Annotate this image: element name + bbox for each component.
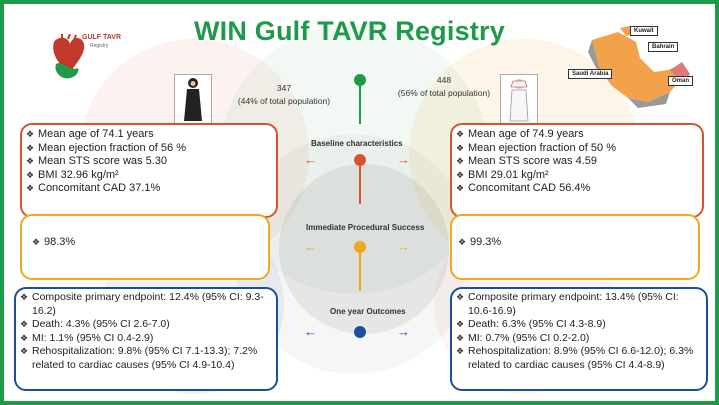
male-success-value: 99.3%: [458, 236, 692, 250]
procedural-yellow-line: [359, 253, 361, 291]
top-green-line: [359, 86, 361, 124]
female-success-value: 98.3%: [32, 236, 258, 250]
baseline-red-dot: [354, 154, 366, 166]
male-outcomes-item: Composite primary endpoint: 13.4% (95% C…: [456, 291, 702, 318]
female-outcomes-item: MI: 1.1% (95% CI 0.4-2.9): [20, 332, 272, 346]
female-baseline-item: Concomitant CAD 37.1%: [26, 182, 272, 196]
male-baseline-item: BMI 29.01 kg/m²: [456, 169, 698, 183]
female-success-panel: 98.3%: [20, 214, 270, 280]
female-outcomes-item: Composite primary endpoint: 12.4% (95% C…: [20, 291, 272, 318]
female-baseline-item: Mean ejection fraction of 56 %: [26, 142, 272, 156]
male-baseline-panel: Mean age of 74.9 years Mean ejection fra…: [450, 123, 704, 218]
male-population: 448 (56% of total population): [379, 74, 509, 100]
logo-subtext: Registry: [90, 43, 109, 49]
male-baseline-item: Mean ejection fraction of 50 %: [456, 142, 698, 156]
female-baseline-item: Mean STS score was 5.30: [26, 155, 272, 169]
female-percent: (44% of total population): [237, 96, 331, 106]
female-outcomes-item: Rehospitalization: 9.8% (95% CI 7.1-13.3…: [20, 345, 272, 372]
outcomes-right-arrow-icon: →: [397, 324, 410, 339]
female-outcomes-item: Death: 4.3% (95% CI 2.6-7.0): [20, 318, 272, 332]
male-outcomes-item: MI: 0.7% (95% CI 0.2-2.0): [456, 332, 702, 346]
map-label-oman: Oman: [668, 76, 694, 86]
procedural-left-arrow-icon: ←: [304, 239, 317, 254]
slide: WIN Gulf TAVR Registry GULF TAVR Registr…: [4, 4, 715, 401]
female-figure-icon: [184, 78, 202, 121]
map-label-saudi-arabia: Saudi Arabia: [568, 69, 613, 79]
procedural-yellow-dot: [354, 241, 366, 253]
male-outcomes-item: Rehospitalization: 8.9% (95% CI 6.6-12.0…: [456, 345, 702, 372]
page-title: WIN Gulf TAVR Registry: [194, 16, 505, 46]
female-population: 347 (44% of total population): [219, 82, 349, 108]
female-count: 347: [276, 83, 292, 93]
female-figure-frame: [174, 74, 212, 124]
procedural-right-arrow-icon: →: [397, 239, 410, 254]
male-outcomes-panel: Composite primary endpoint: 13.4% (95% C…: [450, 287, 708, 391]
procedural-label: Immediate Procedural Success: [306, 223, 425, 232]
male-figure-icon: [509, 79, 529, 122]
female-baseline-item: Mean age of 74.1 years: [26, 128, 272, 142]
male-baseline-item: Concomitant CAD 56.4%: [456, 182, 698, 196]
gulf-map: Kuwait Bahrain Saudi Arabia Oman: [568, 22, 696, 110]
map-icon: [588, 26, 690, 108]
map-label-kuwait: Kuwait: [630, 26, 658, 36]
male-baseline-item: Mean age of 74.9 years: [456, 128, 698, 142]
outcomes-label: One year Outcomes: [330, 307, 406, 316]
male-outcomes-item: Death: 6.3% (95% CI 4.3-8.9): [456, 318, 702, 332]
gulf-tavr-logo-icon: [53, 34, 85, 79]
outcomes-blue-dot: [354, 326, 366, 338]
baseline-left-arrow-icon: ←: [304, 152, 317, 167]
top-green-dot: [354, 74, 366, 86]
male-success-panel: 99.3%: [450, 214, 700, 280]
female-outcomes-panel: Composite primary endpoint: 12.4% (95% C…: [14, 287, 278, 391]
baseline-red-line: [359, 166, 361, 204]
male-percent: (56% of total population): [397, 88, 491, 98]
female-baseline-panel: Mean age of 74.1 years Mean ejection fra…: [20, 123, 278, 218]
female-baseline-item: BMI 32.96 kg/m²: [26, 169, 272, 183]
baseline-label: Baseline characteristics: [311, 139, 403, 148]
outcomes-left-arrow-icon: ←: [304, 324, 317, 339]
map-label-bahrain: Bahrain: [648, 42, 679, 52]
logo-text: GULF TAVR: [82, 34, 122, 41]
male-baseline-item: Mean STS score was 4.59: [456, 155, 698, 169]
male-figure-frame: [500, 74, 538, 124]
male-count: 448: [436, 75, 452, 85]
baseline-right-arrow-icon: →: [397, 152, 410, 167]
